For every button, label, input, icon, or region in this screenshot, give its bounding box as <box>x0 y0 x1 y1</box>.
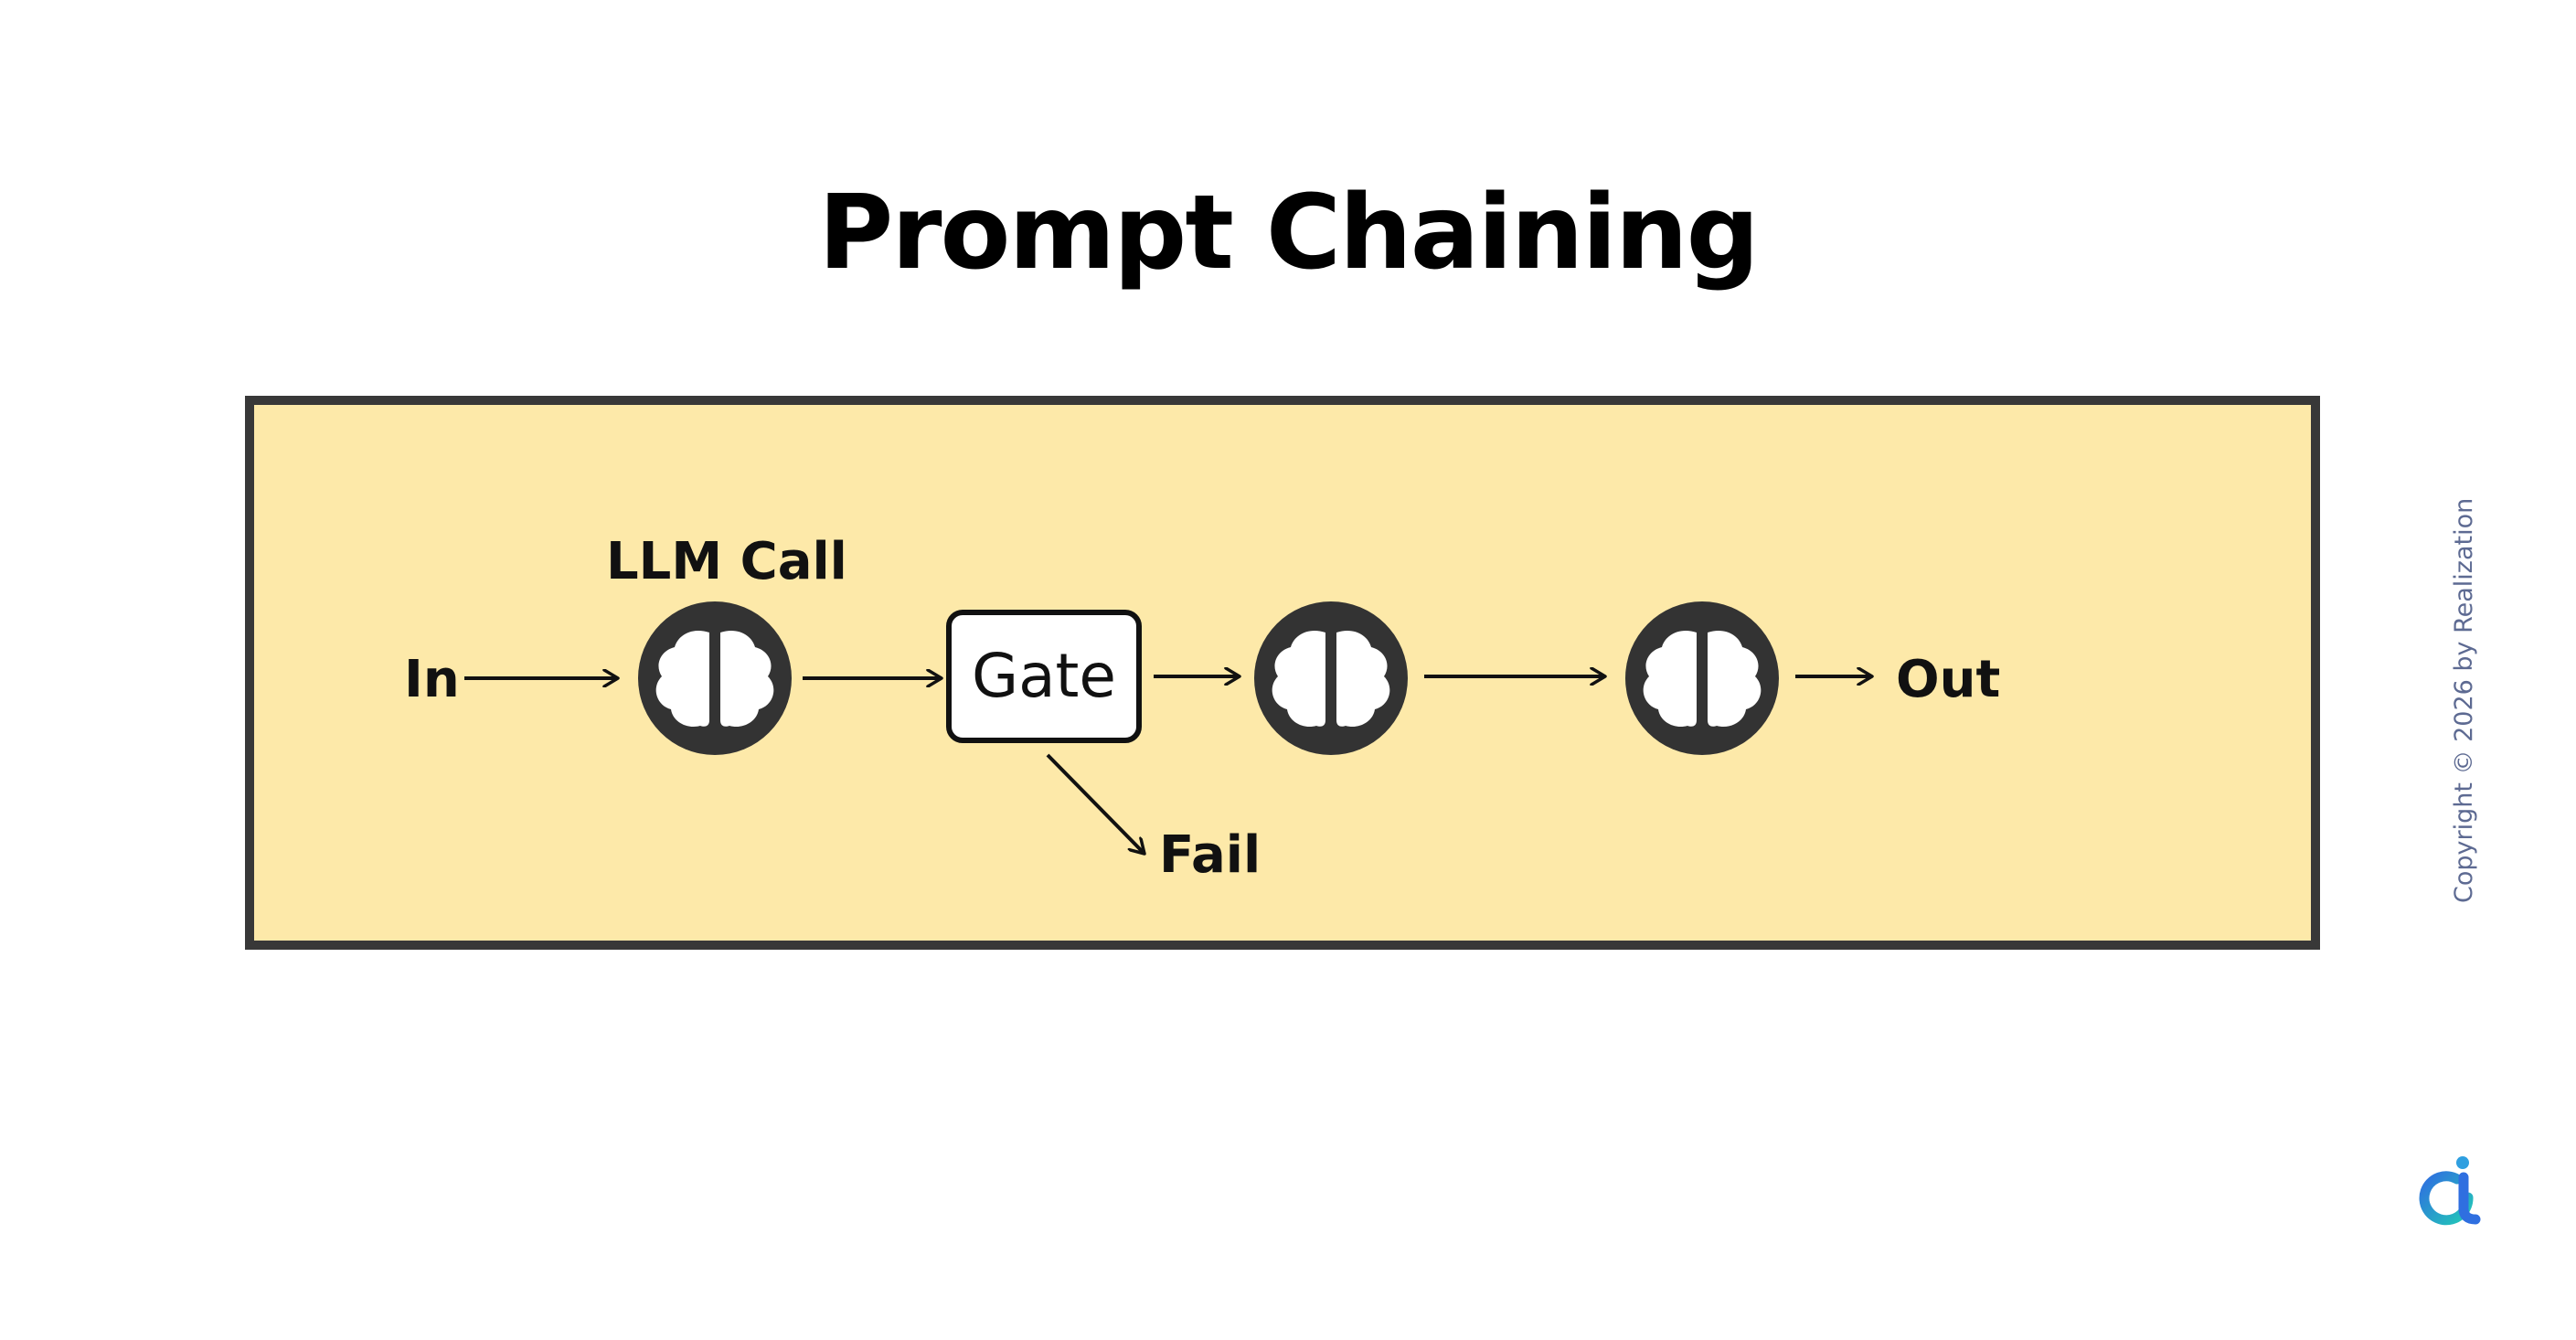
page-title: Prompt Chaining <box>818 174 1760 292</box>
fail-label: Fail <box>1159 825 1261 885</box>
gate-label: Gate <box>971 641 1117 711</box>
llm-call-node-2 <box>1254 601 1408 755</box>
llm-call-label: LLM Call <box>606 532 847 591</box>
brand-logo-icon <box>2419 1156 2481 1226</box>
edge-gate-to-fail <box>1046 753 1144 854</box>
output-label: Out <box>1896 650 2001 709</box>
copyright-notice: Copyright © 2026 by Realization <box>2450 497 2478 903</box>
llm-call-node-1 <box>638 601 792 755</box>
llm-call-node-3 <box>1625 601 1779 755</box>
input-label: In <box>404 650 460 709</box>
gate-node: Gate <box>946 610 1142 743</box>
